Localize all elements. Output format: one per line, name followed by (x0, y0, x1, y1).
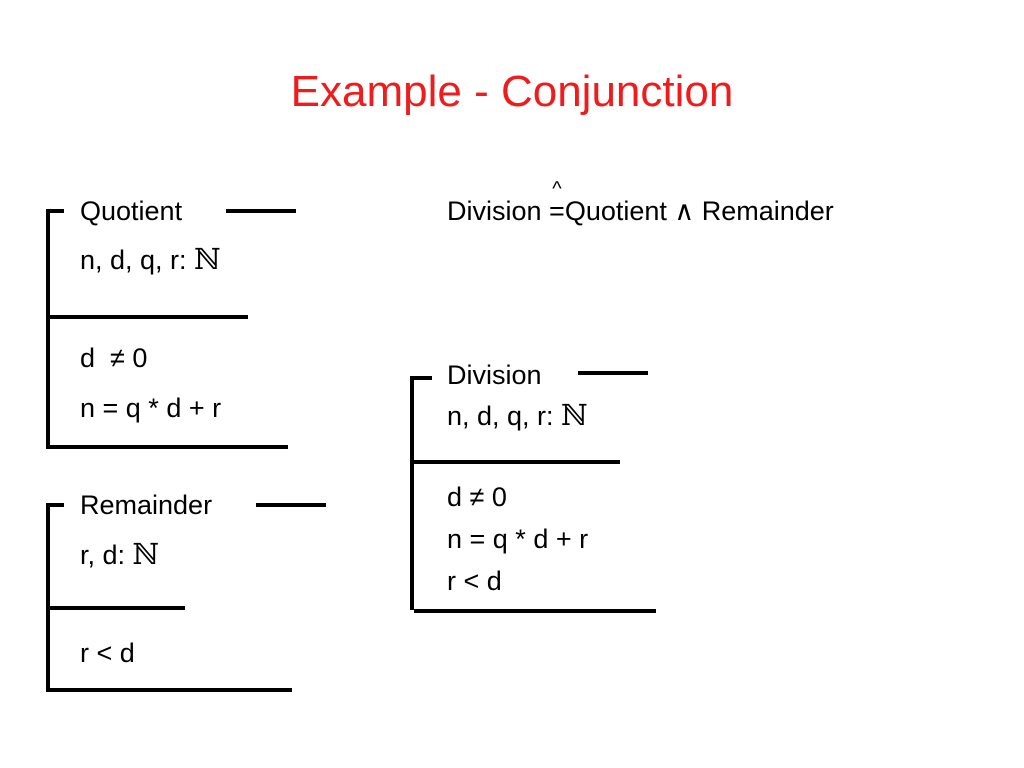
quotient-divider-line (50, 315, 248, 319)
remainder-declaration: r, d: ℕ (80, 537, 159, 572)
remainder-naturals-symbol: ℕ (132, 537, 160, 571)
definition-hat-symbol: ^ (552, 178, 562, 200)
division-naturals-symbol: ℕ (561, 398, 588, 432)
remainder-predicate: r < d (80, 638, 135, 668)
division-predicate: d ≠ 0 (447, 482, 507, 512)
division-bottom-line (414, 609, 656, 613)
schema-definition: Division ^=Quotient ∧ Remainder (447, 179, 834, 228)
quotient-schema-name: Quotient (80, 196, 183, 226)
quotient-top-line (226, 209, 296, 213)
division-schema-name: Division (447, 360, 542, 390)
quotient-declaration: n, d, q, r: ℕ (80, 242, 221, 277)
division-declaration: n, d, q, r: ℕ (447, 398, 588, 433)
remainder-top-tick (46, 503, 64, 507)
definition-equals-sign: = (549, 196, 565, 226)
division-top-tick (410, 376, 432, 380)
slide-title: Example - Conjunction (290, 67, 734, 116)
conjunction-symbol: ∧ (674, 196, 695, 226)
definition-rhs-left: Quotient (564, 196, 667, 226)
remainder-left-line (46, 503, 50, 690)
division-top-line (578, 371, 648, 375)
remainder-top-line (256, 503, 326, 507)
quotient-predicate: d ≠ 0 (80, 343, 148, 373)
division-predicate: r < d (447, 566, 502, 596)
quotient-top-tick (46, 209, 64, 213)
division-left-line (410, 376, 414, 610)
quotient-naturals-symbol: ℕ (194, 242, 221, 276)
quotient-declaration-vars: n, d, q, r: (80, 245, 187, 275)
definition-equals-symbol: ^= (549, 179, 565, 228)
remainder-schema-name: Remainder (80, 490, 213, 520)
quotient-bottom-line (46, 445, 288, 449)
definition-rhs-right: Remainder (701, 196, 834, 226)
remainder-bottom-line (46, 688, 292, 692)
quotient-left-line (46, 209, 50, 449)
division-declaration-vars: n, d, q, r: (447, 401, 554, 431)
remainder-declaration-vars: r, d: (80, 540, 126, 570)
division-divider-line (414, 460, 620, 464)
quotient-predicate: n = q * d + r (80, 393, 222, 423)
remainder-divider-line (50, 606, 185, 610)
division-predicate: n = q * d + r (447, 524, 589, 554)
definition-lhs: Division (447, 196, 542, 226)
